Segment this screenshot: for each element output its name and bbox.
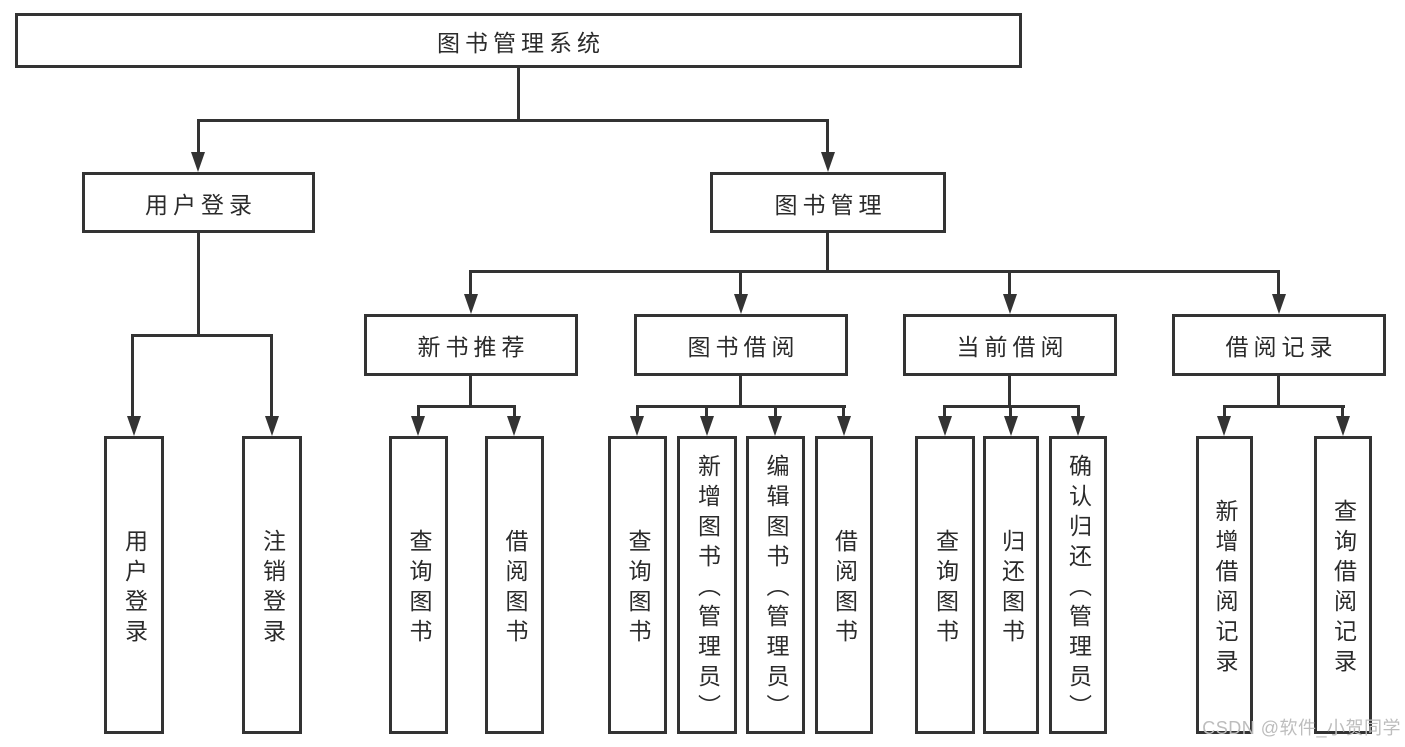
leaf-user-login: 用户登录 [104, 436, 164, 734]
connector-line [417, 405, 420, 418]
connector-line [636, 405, 639, 418]
connector-line [1223, 405, 1226, 418]
leaf-add-borrow-record: 新增借阅记录 [1196, 436, 1253, 734]
arrow-down-icon [265, 416, 279, 436]
node-label: 借阅图书 [831, 528, 858, 649]
node-label: 借阅图书 [502, 528, 528, 649]
leaf-borrow-books: 借阅图书 [815, 436, 873, 734]
node-label: 图书管理系统 [437, 29, 605, 56]
connector-line [826, 119, 829, 154]
arrow-down-icon [938, 416, 952, 436]
arrow-down-icon [411, 416, 425, 436]
connector-line [705, 405, 708, 418]
node-label: 新书推荐 [417, 334, 530, 360]
node-label: 新增图书（管理员） [694, 453, 721, 724]
node-book-management: 图书管理 [710, 172, 946, 233]
leaf-query-books-borrow: 查询图书 [608, 436, 667, 734]
node-label: 归还图书 [998, 528, 1025, 649]
connector-line [197, 233, 200, 336]
connector-line [417, 405, 516, 408]
arrow-down-icon [768, 416, 782, 436]
leaf-edit-book-admin: 编辑图书（管理员） [746, 436, 805, 734]
arrow-down-icon [1217, 416, 1231, 436]
node-label: 图书借阅 [687, 334, 800, 360]
arrow-down-icon [1336, 416, 1350, 436]
arrow-down-icon [837, 416, 851, 436]
arrow-down-icon [507, 416, 521, 436]
connector-line [826, 233, 829, 272]
node-label: 查询图书 [406, 528, 432, 649]
connector-line [739, 376, 742, 407]
connector-line [1009, 405, 1012, 418]
arrow-down-icon [464, 294, 478, 314]
node-label: 注销登录 [259, 528, 286, 649]
leaf-query-books-recommend: 查询图书 [389, 436, 448, 734]
node-borrow-records: 借阅记录 [1172, 314, 1386, 376]
arrow-down-icon [821, 152, 835, 172]
arrow-down-icon [630, 416, 644, 436]
connector-line [469, 270, 1280, 273]
node-user-login: 用户登录 [82, 172, 315, 233]
connector-line [1277, 270, 1280, 296]
leaf-logout: 注销登录 [242, 436, 302, 734]
node-label: 查询借阅记录 [1330, 498, 1357, 679]
node-label: 用户登录 [121, 528, 148, 649]
arrow-down-icon [191, 152, 205, 172]
leaf-return-books: 归还图书 [983, 436, 1039, 734]
node-label: 用户登录 [145, 191, 257, 218]
node-label: 新增借阅记录 [1212, 498, 1238, 679]
leaf-query-books-current: 查询图书 [915, 436, 975, 734]
connector-line [131, 334, 273, 337]
arrow-down-icon [1004, 416, 1018, 436]
connector-line [1223, 405, 1345, 408]
node-label: 确认归还（管理员） [1065, 453, 1092, 724]
connector-line [197, 119, 829, 122]
connector-line [1008, 376, 1011, 407]
arrow-down-icon [1071, 416, 1085, 436]
node-label: 编辑图书（管理员） [763, 453, 789, 724]
node-root: 图书管理系统 [15, 13, 1022, 68]
connector-line [517, 68, 520, 120]
watermark: CSDN @软件_小贺同学 [1202, 718, 1401, 738]
connector-line [774, 405, 777, 418]
node-current-borrow: 当前借阅 [903, 314, 1117, 376]
arrow-down-icon [734, 294, 748, 314]
connector-line [469, 376, 472, 407]
node-book-borrow: 图书借阅 [634, 314, 848, 376]
arrow-down-icon [127, 416, 141, 436]
node-label: 查询图书 [625, 528, 651, 649]
connector-line [842, 405, 845, 418]
arrow-down-icon [1272, 294, 1286, 314]
node-new-book-recommend: 新书推荐 [364, 314, 578, 376]
connector-line [197, 119, 200, 154]
connector-line [513, 405, 516, 418]
node-label: 当前借阅 [956, 334, 1069, 360]
connector-line [636, 405, 846, 408]
connector-line [1077, 405, 1080, 418]
leaf-borrow-books-recommend: 借阅图书 [485, 436, 544, 734]
arrow-down-icon [700, 416, 714, 436]
leaf-confirm-return-admin: 确认归还（管理员） [1049, 436, 1107, 734]
node-label: 借阅记录 [1225, 334, 1338, 360]
node-label: 查询图书 [932, 528, 959, 649]
connector-line [1008, 270, 1011, 296]
connector-line [1277, 376, 1280, 407]
connector-line [469, 270, 472, 296]
connector-line [131, 334, 134, 418]
connector-line [270, 334, 273, 418]
connector-line [1341, 405, 1344, 418]
leaf-add-book-admin: 新增图书（管理员） [677, 436, 737, 734]
node-label: 图书管理 [774, 191, 887, 218]
connector-line [943, 405, 946, 418]
leaf-query-borrow-record: 查询借阅记录 [1314, 436, 1372, 734]
arrow-down-icon [1003, 294, 1017, 314]
connector-line [739, 270, 742, 296]
